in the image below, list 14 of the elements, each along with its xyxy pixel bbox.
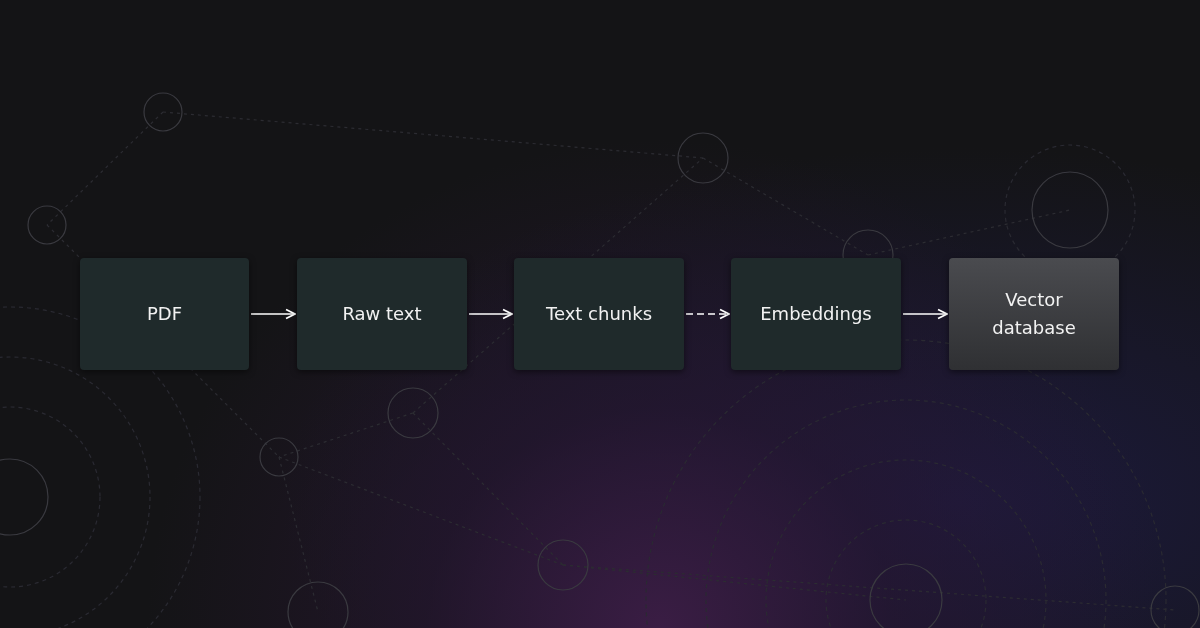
process-box: [297, 258, 467, 370]
box-label: Embeddings: [760, 302, 872, 326]
box-label: Vector database: [991, 288, 1077, 340]
process-box: [731, 258, 901, 370]
process-box: [514, 258, 684, 370]
arrow: [250, 308, 296, 320]
box-label: Text chunks: [545, 302, 653, 326]
process-box: [949, 258, 1119, 370]
box-label: Raw text: [342, 302, 422, 326]
arrow: [685, 308, 730, 320]
arrow: [468, 308, 513, 320]
box-label: PDF: [146, 302, 183, 326]
arrow: [902, 308, 948, 320]
process-box: [80, 258, 249, 370]
